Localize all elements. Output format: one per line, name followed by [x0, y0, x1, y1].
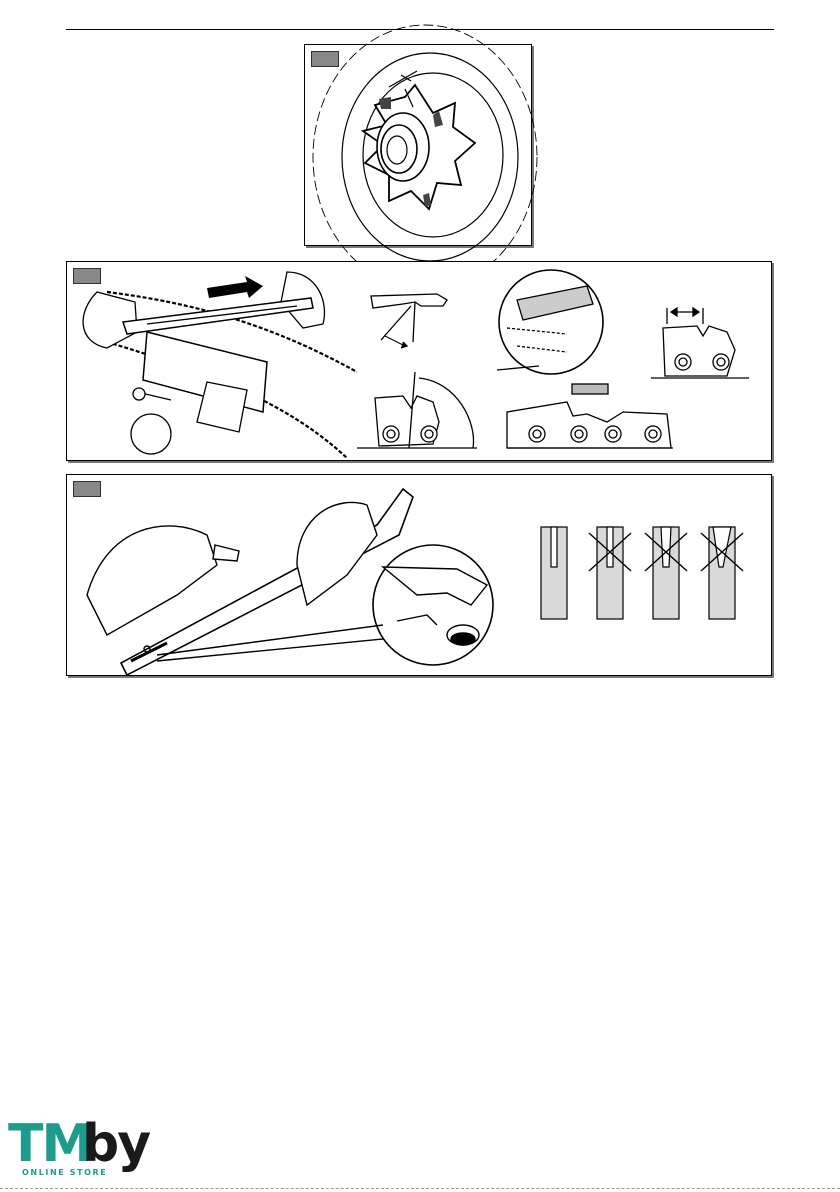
vise-knob-icon: [131, 414, 171, 454]
tm-by-logo: TM by ONLINE STORE: [8, 1118, 158, 1184]
groove-wear-gauges: [541, 527, 743, 619]
logo-main-text: TM: [8, 1118, 91, 1170]
groove-correct: [541, 527, 567, 619]
sprocket-figure-panel: [304, 44, 532, 246]
chain-side-view: [507, 402, 671, 448]
right-hand: [297, 503, 377, 606]
groove-wrong-2: [645, 527, 687, 619]
cleaning-tool: [213, 545, 239, 561]
page-bottom-cutline: [0, 1188, 840, 1189]
bar-maintenance-illustrations: [67, 475, 773, 677]
sprocket-illustration: [305, 45, 533, 247]
logo-suffix-text: by: [82, 1118, 149, 1170]
gauge-bar: [572, 384, 608, 394]
sprocket-hub-inner: [381, 125, 417, 173]
bar-groove-detail-circle: [373, 545, 493, 665]
guide-bar-figure-panel: [66, 474, 772, 676]
groove-wrong-1: [589, 527, 631, 619]
left-hand: [83, 292, 137, 348]
logo-tagline: ONLINE STORE: [22, 1168, 107, 1177]
chain-filing-figure-panel: [66, 261, 772, 461]
filing-illustrations: [67, 262, 773, 462]
groove-wrong-3: [701, 527, 743, 619]
header-rule: [66, 29, 774, 30]
file-direction-arrow: [207, 276, 263, 298]
tooth-top-view: [371, 294, 447, 308]
left-hand: [87, 526, 217, 635]
